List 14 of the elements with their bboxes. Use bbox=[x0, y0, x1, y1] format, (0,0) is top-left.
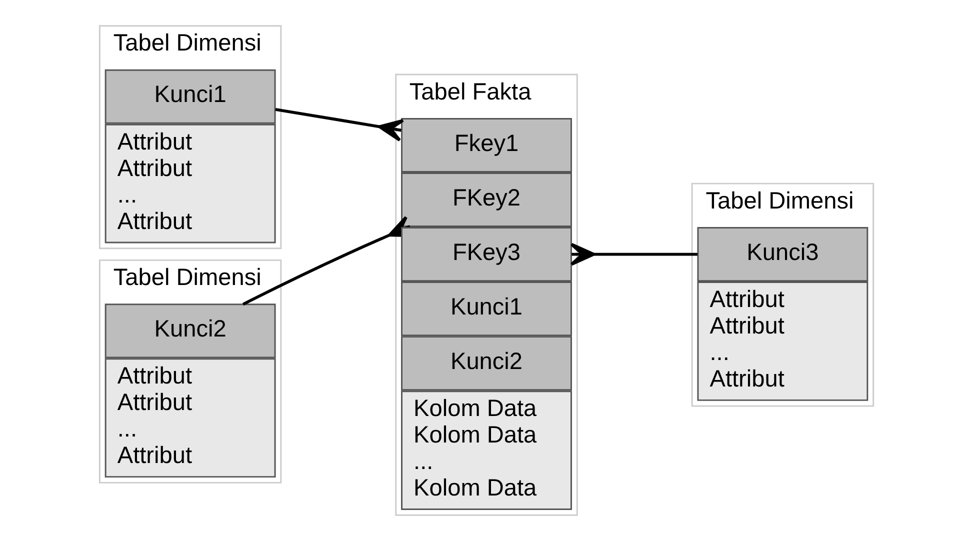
connector bbox=[274, 108, 404, 142]
node-box: Kunci2 bbox=[400, 336, 572, 391]
node-box: Kunci1 bbox=[104, 69, 276, 124]
node-box: Attribut Attribut ... Attribut bbox=[104, 124, 276, 244]
connector bbox=[570, 242, 697, 266]
node-box: Fkey1 bbox=[400, 118, 572, 172]
node-box: Kunci1 bbox=[400, 282, 572, 336]
node-box: FKey3 bbox=[400, 227, 572, 282]
node-box: Kolom Data Kolom Data ... Kolom Data bbox=[400, 390, 572, 510]
node-box: Attribut Attribut ... Attribut bbox=[104, 358, 276, 478]
node-box: Kunci2 bbox=[104, 304, 276, 358]
node-box: Attribut Attribut ... Attribut bbox=[696, 282, 868, 401]
node-box: Kunci3 bbox=[696, 227, 868, 282]
node-box: FKey2 bbox=[400, 172, 572, 228]
